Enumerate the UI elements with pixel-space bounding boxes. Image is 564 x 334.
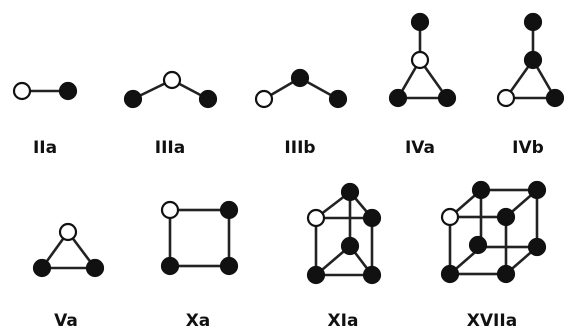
label-XVIIa: XVIIa: [467, 311, 517, 331]
atom-open: [306, 208, 326, 228]
atom-filled: [527, 237, 547, 257]
atom-filled: [290, 68, 310, 88]
atom-filled: [437, 88, 457, 108]
atom-filled: [160, 256, 180, 276]
atom-filled: [362, 265, 382, 285]
atom-filled: [219, 200, 239, 220]
atom-filled: [523, 50, 543, 70]
atom-open: [162, 70, 182, 90]
atom-filled: [328, 89, 348, 109]
atom-open: [12, 81, 32, 101]
cluster-Xa: [168, 208, 231, 268]
atom-open: [160, 200, 180, 220]
label-IVa: IVa: [405, 138, 435, 158]
atom-filled: [545, 88, 564, 108]
label-IIa: IIa: [33, 138, 57, 158]
atom-filled: [362, 208, 382, 228]
atom-filled: [527, 180, 547, 200]
label-XIa: XIa: [328, 311, 359, 331]
atom-open: [440, 207, 460, 227]
atom-filled: [523, 12, 543, 32]
atom-filled: [32, 258, 52, 278]
atom-filled: [496, 264, 516, 284]
atom-open: [58, 222, 78, 242]
atom-filled: [468, 235, 488, 255]
atom-filled: [340, 236, 360, 256]
atom-filled: [123, 89, 143, 109]
atom-filled: [58, 81, 78, 101]
atom-filled: [471, 180, 491, 200]
label-IVb: IVb: [512, 138, 544, 158]
atom-open: [254, 89, 274, 109]
atom-open: [410, 50, 430, 70]
label-Va: Va: [54, 311, 78, 331]
atom-filled: [85, 258, 105, 278]
atom-filled: [496, 207, 516, 227]
atom-open: [496, 88, 516, 108]
atom-filled: [340, 182, 360, 202]
atom-filled: [410, 12, 430, 32]
cluster-XVIIa: [448, 188, 539, 276]
atom-filled: [388, 88, 408, 108]
atom-filled: [440, 264, 460, 284]
atom-filled: [306, 265, 326, 285]
atom-filled: [198, 89, 218, 109]
cluster-XIa: [314, 190, 374, 277]
label-IIIa: IIIa: [155, 138, 185, 158]
atom-filled: [219, 256, 239, 276]
label-Xa: Xa: [186, 311, 211, 331]
label-IIIb: IIIb: [284, 138, 315, 158]
